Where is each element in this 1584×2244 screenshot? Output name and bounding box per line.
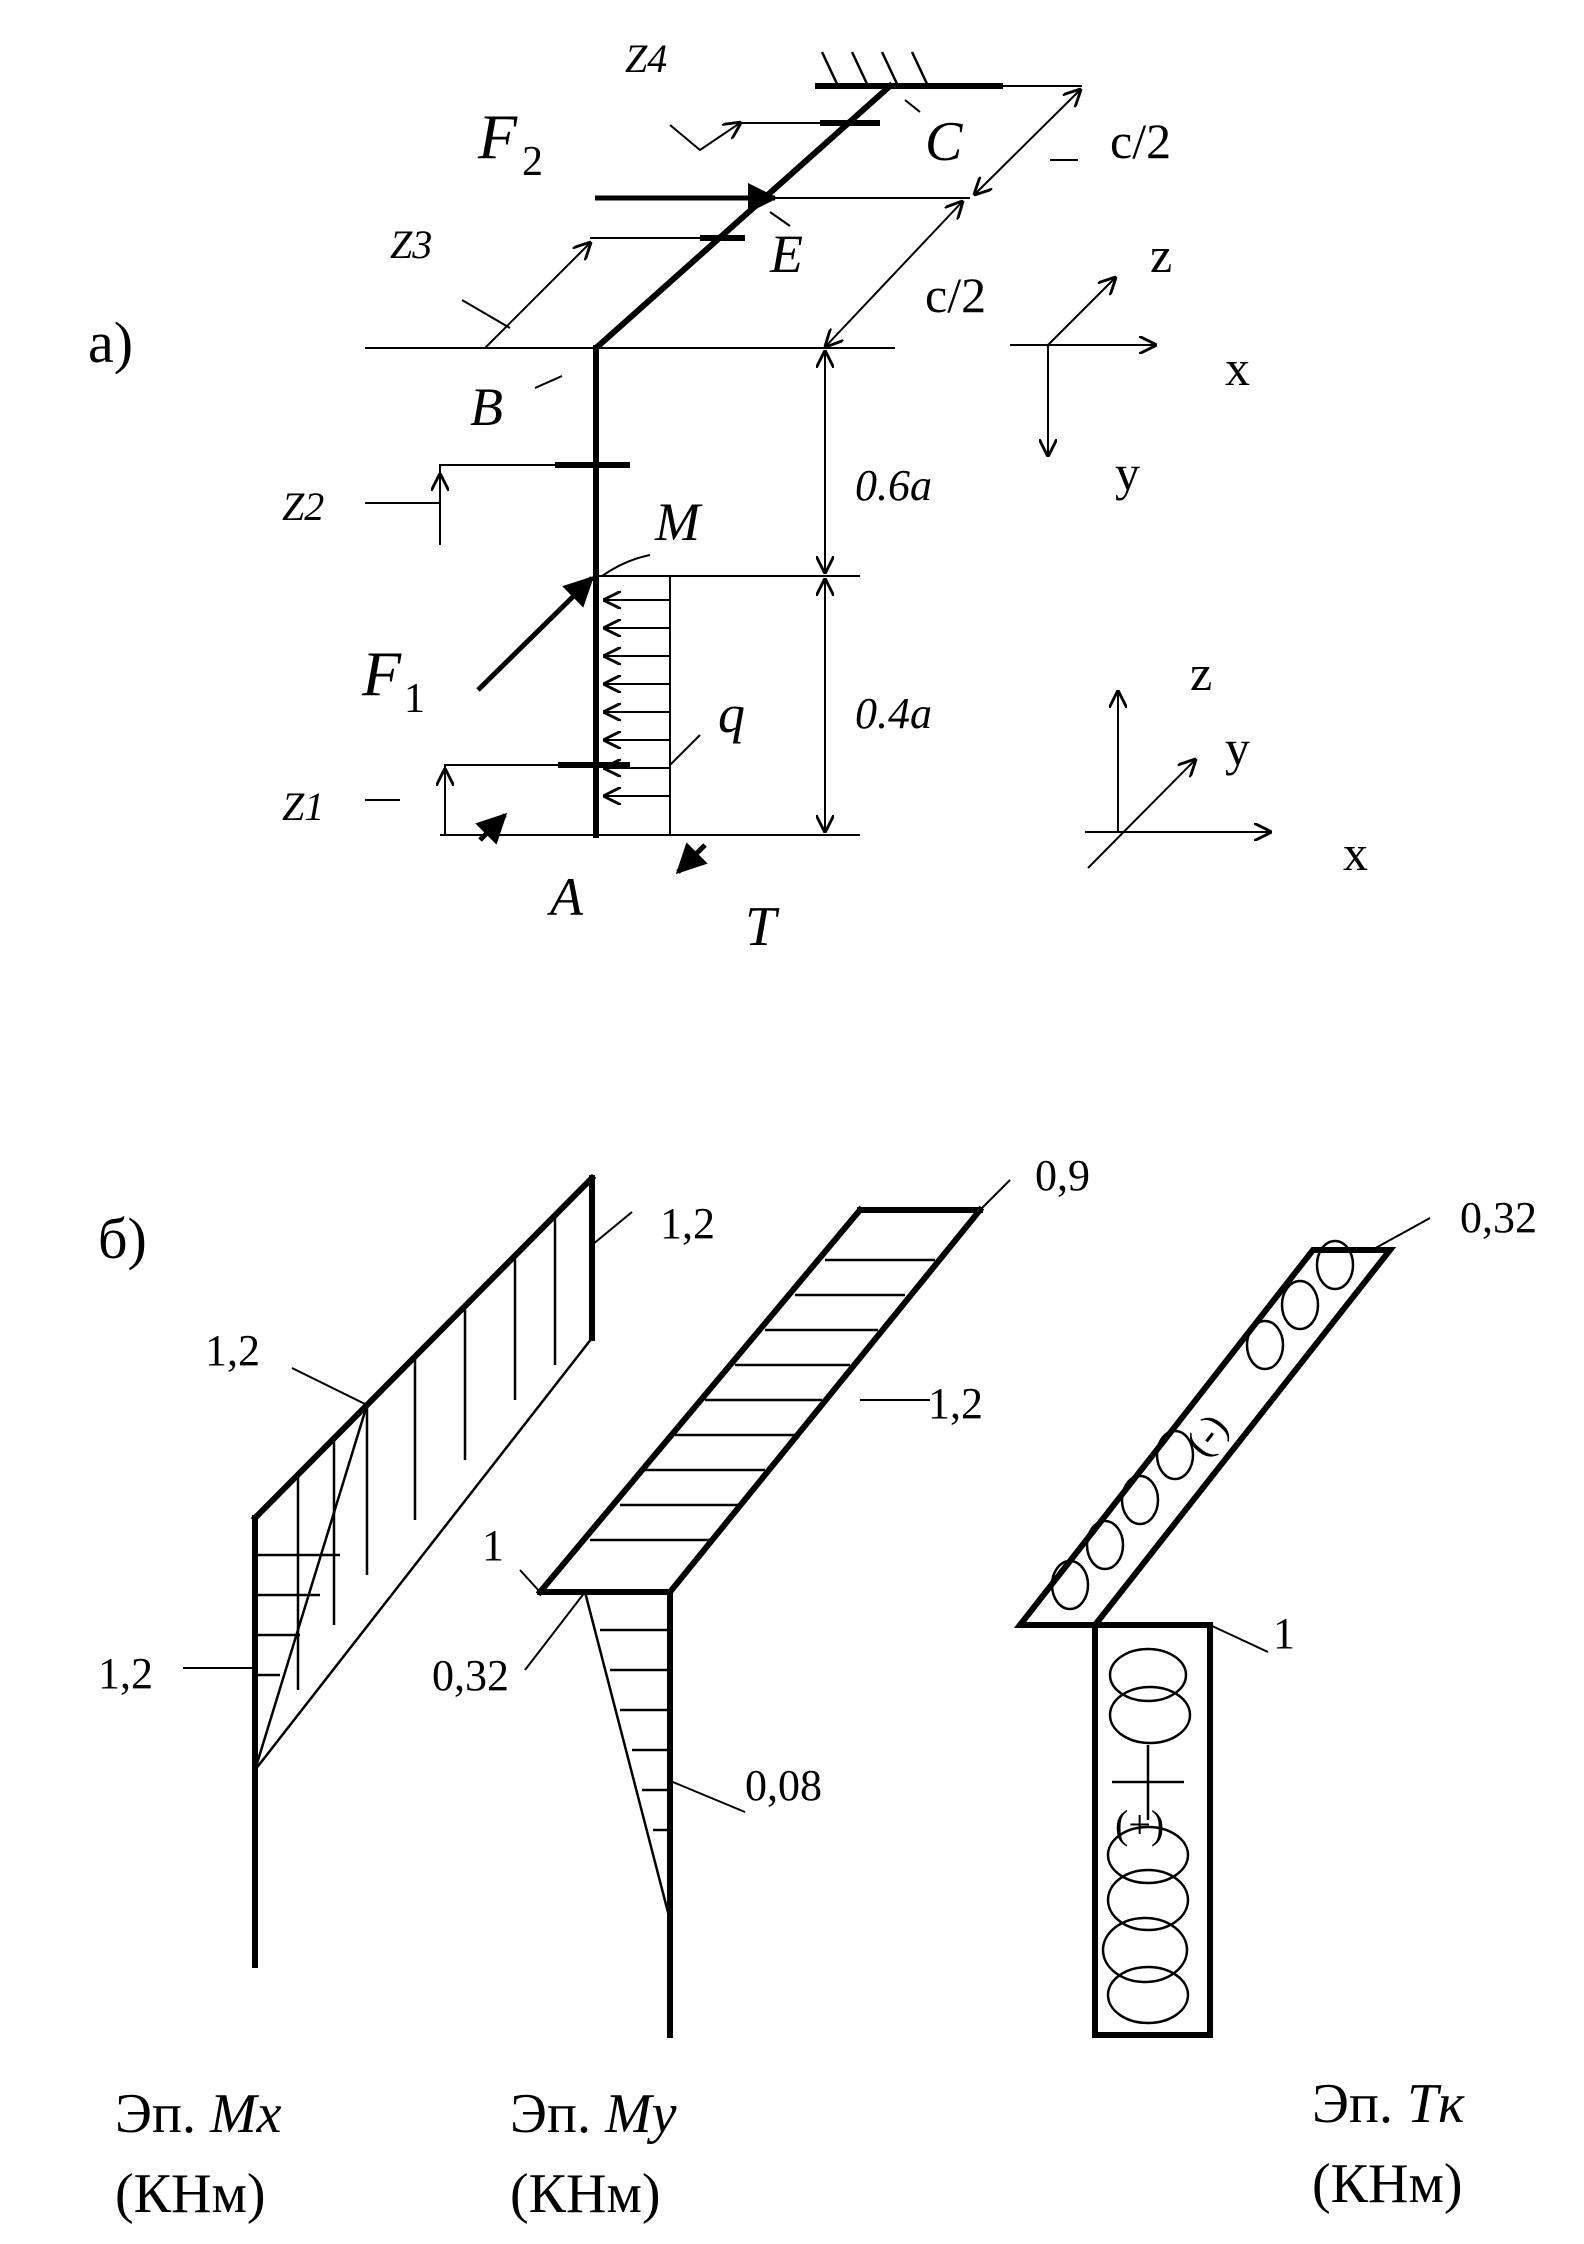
torque-t-label: T bbox=[745, 896, 780, 958]
point-a-label: A bbox=[547, 867, 584, 927]
axis-top-x: x bbox=[1225, 340, 1250, 396]
section-z3: Z3 bbox=[390, 222, 745, 349]
my-value-1: 0,9 bbox=[1035, 1151, 1090, 1200]
load-q-label: q bbox=[718, 684, 745, 744]
section-z1-label: Z1 bbox=[282, 784, 324, 829]
member-bc bbox=[591, 81, 895, 353]
axis-top-z: z bbox=[1150, 227, 1172, 283]
svg-text:Эп. My: Эп. My bbox=[510, 2083, 677, 2145]
caption-tk-title: Эп. bbox=[1312, 2073, 1393, 2135]
point-b-label: B bbox=[470, 377, 503, 437]
caption-tk-symbol: Tк bbox=[1407, 2073, 1465, 2135]
dim-0-4a: 0.4a bbox=[855, 689, 932, 738]
scheme-a: а) q bbox=[88, 36, 1368, 958]
caption-my-unit: (КНм) bbox=[510, 2163, 661, 2225]
axis-top-y: y bbox=[1115, 445, 1140, 501]
section-z1: Z1 bbox=[282, 762, 630, 835]
force-f2-sub: 2 bbox=[522, 139, 543, 185]
caption-mx-unit: (КНм) bbox=[115, 2163, 266, 2225]
tk-sign-lower: (+) bbox=[1115, 1802, 1164, 1847]
section-z2: Z2 bbox=[282, 462, 630, 545]
caption-mx: Эп. Mx (КНм) bbox=[115, 2083, 282, 2225]
axes-bottom: x y z bbox=[1085, 645, 1368, 881]
dim-0-6a: 0.6a bbox=[855, 461, 932, 510]
caption-my: Эп. My (КНм) bbox=[510, 2083, 677, 2225]
diagram-mx: 1,2 1,2 1,2 bbox=[98, 1173, 715, 1968]
force-f1-label: F bbox=[361, 638, 402, 709]
caption-mx-title: Эп. bbox=[115, 2083, 196, 2145]
section-z4: Z4 bbox=[625, 36, 880, 152]
dim-c2-lower: c/2 bbox=[925, 267, 986, 323]
section-z3-label: Z3 bbox=[390, 222, 432, 267]
svg-text:Эп. Tк: Эп. Tк bbox=[1312, 2073, 1465, 2135]
part-b-label: б) bbox=[98, 1206, 147, 1271]
dim-c2-upper: c/2 bbox=[1110, 113, 1171, 169]
my-value-3: 1 bbox=[482, 1521, 504, 1570]
section-z4-label: Z4 bbox=[625, 36, 667, 81]
mx-value-1: 1,2 bbox=[660, 1199, 715, 1248]
caption-mx-symbol: Mx bbox=[209, 2083, 282, 2145]
caption-my-symbol: My bbox=[604, 2083, 677, 2145]
diagram-tk: (+) (-) 0,32 1 bbox=[1013, 1193, 1537, 2038]
force-f2-label: F bbox=[477, 101, 518, 172]
fixed-support bbox=[815, 51, 1003, 89]
svg-text:Эп. Mx: Эп. Mx bbox=[115, 2083, 282, 2145]
distributed-load-q: q bbox=[605, 576, 745, 835]
axis-bottom-z: z bbox=[1190, 645, 1212, 701]
force-f1-sub: 1 bbox=[404, 676, 425, 722]
torque-t-arrow bbox=[675, 842, 708, 875]
point-e-label: E bbox=[769, 224, 803, 284]
caption-tk: Эп. Tк (КНм) bbox=[1312, 2073, 1465, 2215]
force-f1-arrow bbox=[476, 575, 595, 692]
mx-value-3: 1,2 bbox=[98, 1649, 153, 1698]
my-value-5: 0,08 bbox=[745, 1761, 822, 1810]
my-value-4: 0,32 bbox=[432, 1651, 509, 1700]
axes-top: x y z bbox=[1010, 227, 1250, 501]
mx-value-2: 1,2 bbox=[205, 1326, 260, 1375]
point-c-label: C bbox=[925, 111, 963, 173]
diagrams-b: б) 1,2 1,2 1,2 bbox=[98, 1151, 1537, 2225]
tk-value-2: 1 bbox=[1273, 1609, 1295, 1658]
caption-my-title: Эп. bbox=[510, 2083, 591, 2145]
caption-tk-unit: (КНм) bbox=[1312, 2153, 1463, 2215]
axis-bottom-x: x bbox=[1343, 825, 1368, 881]
moment-m-label: M bbox=[654, 492, 703, 552]
part-a-label: а) bbox=[88, 310, 133, 375]
axis-bottom-y: y bbox=[1225, 720, 1250, 776]
diagram-my: 0,9 1,2 1 0,32 0,08 bbox=[432, 1151, 1090, 2038]
section-z2-label: Z2 bbox=[282, 484, 324, 529]
my-value-2: 1,2 bbox=[928, 1379, 983, 1428]
tk-value-1: 0,32 bbox=[1460, 1193, 1537, 1242]
